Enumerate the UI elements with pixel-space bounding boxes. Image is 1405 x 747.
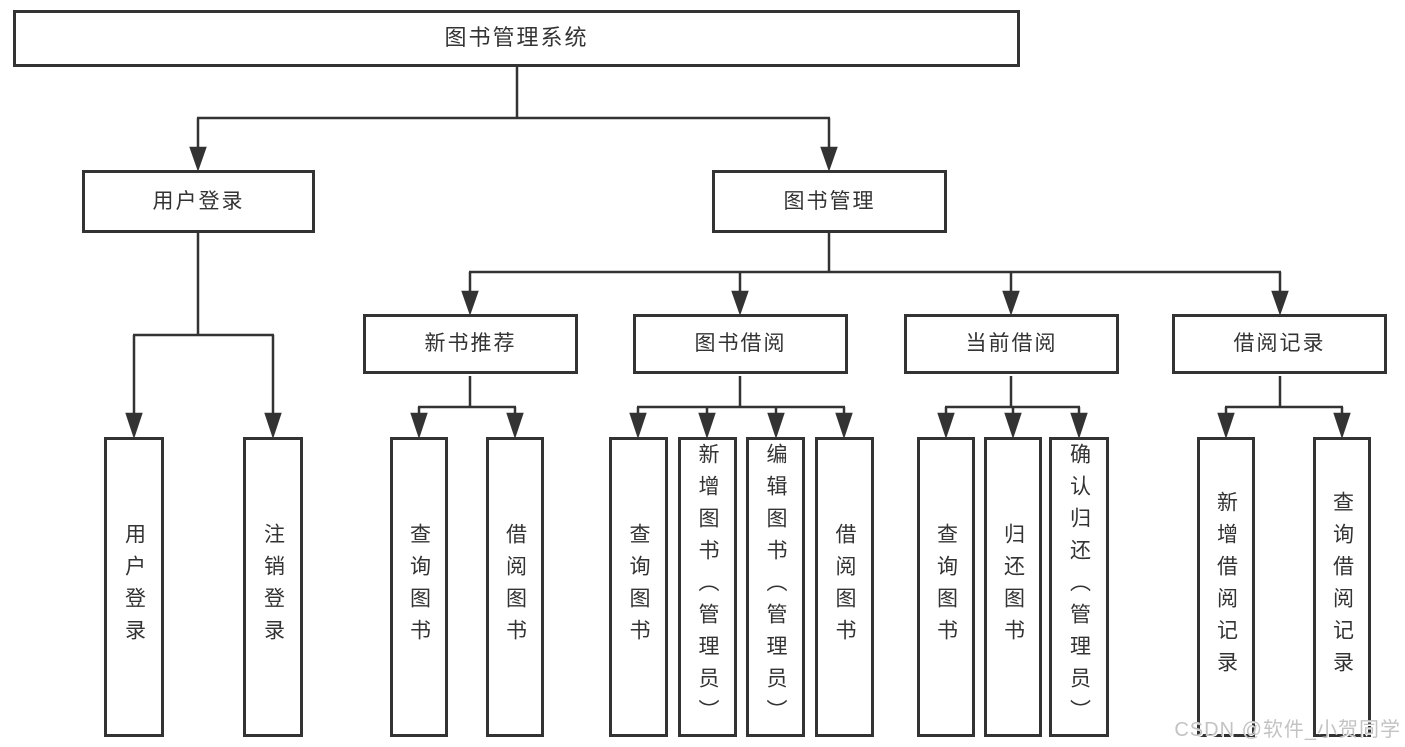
leaf-br-query-record: 查询借阅记录 — [1313, 437, 1371, 737]
leaf-cb-confirm-return-admin: 确认归还（管理员） — [1049, 437, 1109, 737]
node-root: 图书管理系统 — [13, 10, 1020, 67]
node-borrowing-records: 借阅记录 — [1172, 314, 1387, 374]
edge-current-borrow-to-leaves — [937, 376, 1088, 439]
edge-book-management-to-level3 — [461, 233, 1289, 316]
leaf-bb-borrow-books: 借阅图书 — [815, 437, 874, 737]
leaf-bb-edit-book-admin: 编辑图书（管理员） — [746, 437, 805, 737]
leaf-nb-query-books: 查询图书 — [390, 437, 448, 737]
node-current-borrowing: 当前借阅 — [904, 314, 1119, 374]
node-book-management: 图书管理 — [712, 170, 947, 233]
node-new-book-recommendation: 新书推荐 — [363, 314, 578, 374]
edge-new-books-to-leaves — [410, 376, 524, 439]
leaf-bb-add-book-admin: 新增图书（管理员） — [678, 437, 737, 737]
edge-records-to-leaves — [1217, 376, 1351, 439]
node-book-borrowing: 图书借阅 — [633, 314, 848, 374]
leaf-logout: 注销登录 — [243, 437, 303, 737]
leaf-cb-return-books: 归还图书 — [984, 437, 1042, 737]
edge-user-login-to-leaves — [125, 233, 282, 439]
leaf-cb-query-books: 查询图书 — [917, 437, 975, 737]
leaf-br-add-record: 新增借阅记录 — [1197, 437, 1255, 737]
leaf-bb-query-books: 查询图书 — [609, 437, 668, 737]
leaf-nb-borrow-books: 借阅图书 — [486, 437, 544, 737]
edge-root-to-level2 — [189, 67, 838, 172]
edge-book-borrow-to-leaves — [629, 376, 853, 439]
leaf-user-login: 用户登录 — [104, 437, 164, 737]
csdn-watermark: CSDN @软件_小贺同学 — [1174, 719, 1401, 741]
node-user-login: 用户登录 — [82, 170, 315, 233]
